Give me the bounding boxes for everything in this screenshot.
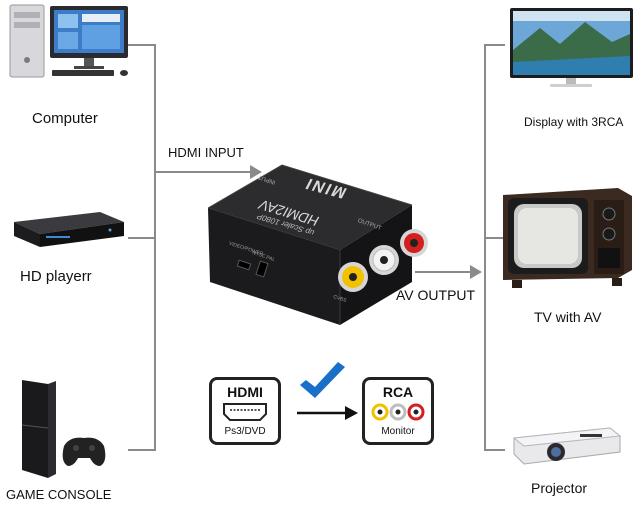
- rca-jack-white: [369, 245, 399, 275]
- rca-connectors-icon: [371, 403, 425, 421]
- label-game-console: GAME CONSOLE: [6, 487, 112, 502]
- rca-legend-title: RCA: [382, 384, 414, 400]
- left-bus-line: [128, 44, 156, 451]
- output-arrow-head: [470, 265, 482, 279]
- label-computer: Computer: [32, 110, 98, 127]
- ntsc-pal-switch: [255, 260, 269, 278]
- input-arrow-head: [250, 165, 262, 179]
- power-port: [236, 259, 252, 271]
- label-av-output: AV OUTPUT: [396, 287, 476, 303]
- hdmi-legend-box: HDMI Ps3/DVD: [209, 377, 281, 445]
- label-tv: TV with AV: [534, 309, 602, 325]
- rca-legend-sub: Monitor: [381, 426, 415, 437]
- label-display: Display with 3RCA: [524, 115, 624, 129]
- label-hdmi-input: HDMI INPUT: [168, 145, 244, 160]
- rca-legend-box: RCA Monitor: [362, 377, 434, 445]
- label-projector: Projector: [531, 480, 588, 496]
- hdmi-legend-title: HDMI: [227, 384, 263, 400]
- hdmi-legend-sub: Ps3/DVD: [224, 426, 266, 437]
- rca-jack-yellow: [338, 262, 368, 292]
- right-bus-line: [484, 44, 505, 451]
- rca-jack-red: [400, 229, 428, 257]
- label-hd-player: HD playerr: [20, 268, 92, 285]
- hdmi-connector-icon: [223, 403, 267, 421]
